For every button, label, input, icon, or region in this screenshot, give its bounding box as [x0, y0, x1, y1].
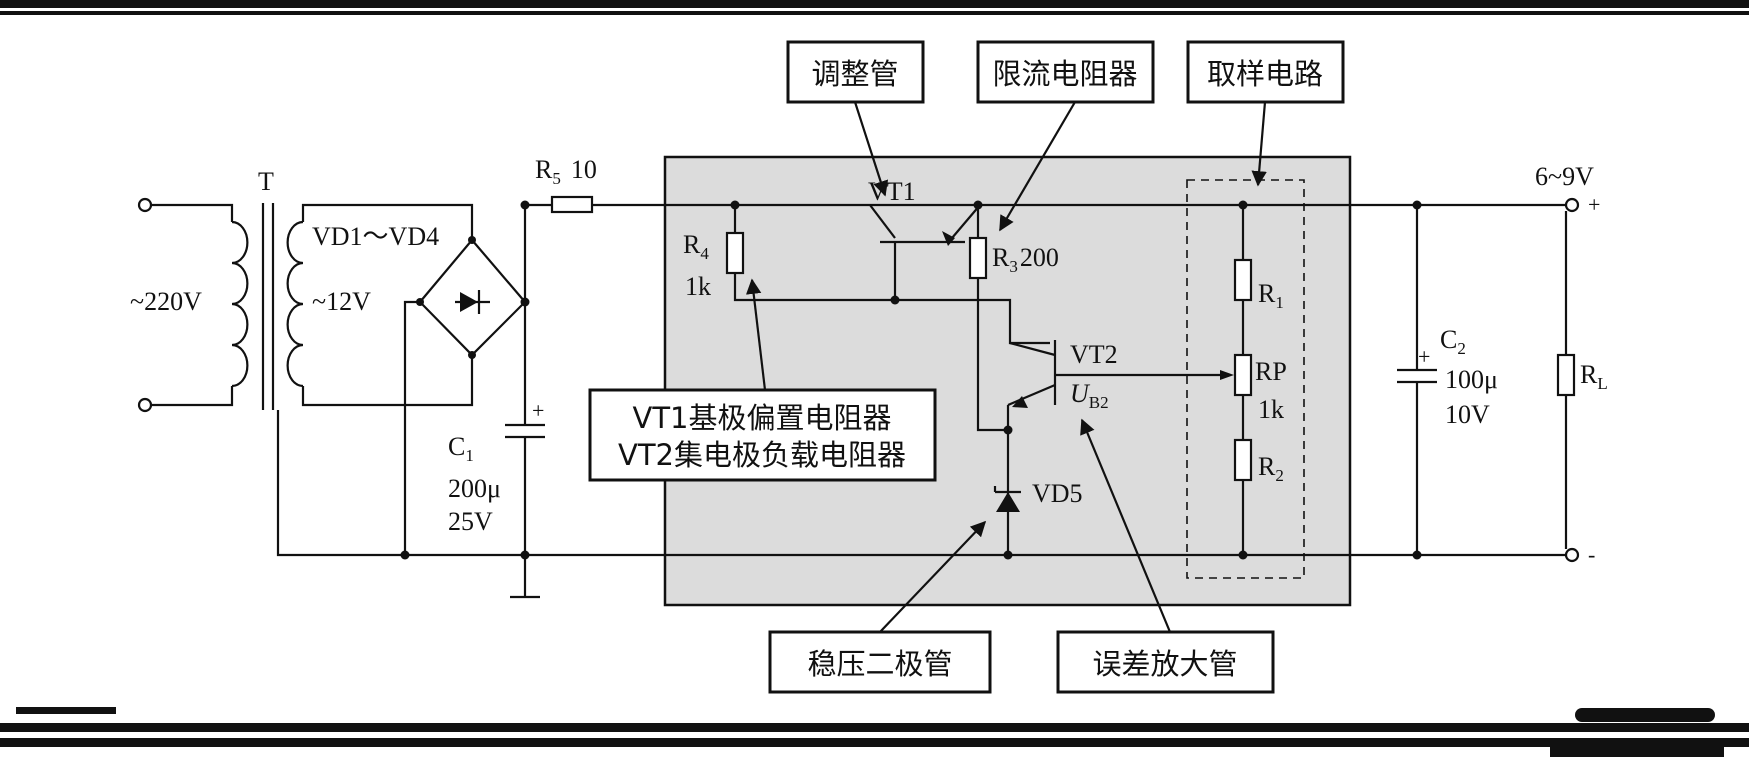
- r1-label: R1: [1258, 279, 1284, 312]
- resistor-r4: [725, 231, 745, 275]
- svg-text:稳压二极管: 稳压二极管: [807, 647, 952, 681]
- vt2-label: VT2: [1070, 340, 1118, 369]
- callout-sampling: 取样电路: [1186, 40, 1345, 187]
- c2-label: C2: [1440, 325, 1466, 358]
- top-border: [0, 0, 1749, 15]
- callout-zener: 稳压二极管: [768, 520, 992, 694]
- svg-text:限流电阻器: 限流电阻器: [992, 57, 1137, 91]
- resistor-r2: [1233, 438, 1253, 482]
- bridge-rectifier: [416, 236, 529, 359]
- c1-plus: +: [532, 398, 544, 423]
- zener-vd5: [993, 430, 1021, 555]
- transistor-vt2: [1006, 340, 1220, 430]
- transistor-vt1: [869, 204, 981, 300]
- callout-bias-resistor: VT1基极偏置电阻器 VT2集电极负载电阻器: [588, 278, 937, 482]
- svg-text:取样电路: 取样电路: [1207, 57, 1323, 91]
- sampling-circuit-box: [1186, 179, 1305, 579]
- rp-value: 1k: [1258, 395, 1284, 424]
- svg-text:误差放大管: 误差放大管: [1092, 647, 1237, 681]
- resistor-r3: [968, 236, 988, 280]
- ub2-label: UB2: [1070, 379, 1109, 412]
- resistor-r1: [1233, 258, 1253, 302]
- r3-label: R3200: [992, 243, 1059, 276]
- potentiometer-rp: [1233, 353, 1253, 397]
- svg-text:VT2集电极负载电阻器: VT2集电极负载电阻器: [618, 438, 906, 472]
- c2-voltage: 10V: [1445, 400, 1490, 429]
- transformer: [231, 203, 474, 410]
- c2-plus: +: [1418, 344, 1430, 369]
- r2-label: R2: [1258, 452, 1284, 485]
- ac-input-terminals: [137, 197, 234, 413]
- c2-capacitance: 100μ: [1445, 365, 1498, 394]
- output-minus-sign: -: [1588, 542, 1595, 567]
- bridge-label: VD1～VD4: [312, 222, 439, 251]
- resistor-r5: [550, 195, 594, 214]
- load-rl: [1556, 211, 1576, 549]
- r4-value: 1k: [685, 272, 711, 301]
- r4-label: R4: [683, 230, 709, 263]
- callout-adjust-tube: 调整管: [786, 40, 925, 197]
- callout-error-amp: 误差放大管: [1056, 418, 1275, 694]
- capacitor-c1: [505, 302, 545, 599]
- callout-current-limit: 限流电阻器: [976, 40, 1155, 232]
- svg-text:调整管: 调整管: [811, 57, 898, 91]
- transformer-label: T: [258, 167, 274, 196]
- rp-label: RP: [1255, 357, 1287, 386]
- c1-label: C1: [448, 432, 474, 465]
- secondary-voltage-label: ~12V: [312, 287, 371, 316]
- svg-text:VT1基极偏置电阻器: VT1基极偏置电阻器: [632, 401, 891, 435]
- vd5-label: VD5: [1032, 479, 1083, 508]
- rl-label: RL: [1580, 360, 1608, 393]
- output-minus-terminal: [1564, 547, 1580, 563]
- output-plus-terminal: [1564, 197, 1580, 213]
- ac-input-label: ~220V: [130, 287, 202, 316]
- c1-voltage: 25V: [448, 507, 493, 536]
- output-voltage-label: 6~9V: [1535, 162, 1594, 191]
- bottom-border: [0, 707, 1749, 757]
- capacitor-c2: [1397, 205, 1437, 555]
- output-plus-sign: +: [1588, 192, 1600, 217]
- c1-capacitance: 200μ: [448, 474, 501, 503]
- vt1-label: VT1: [868, 177, 916, 206]
